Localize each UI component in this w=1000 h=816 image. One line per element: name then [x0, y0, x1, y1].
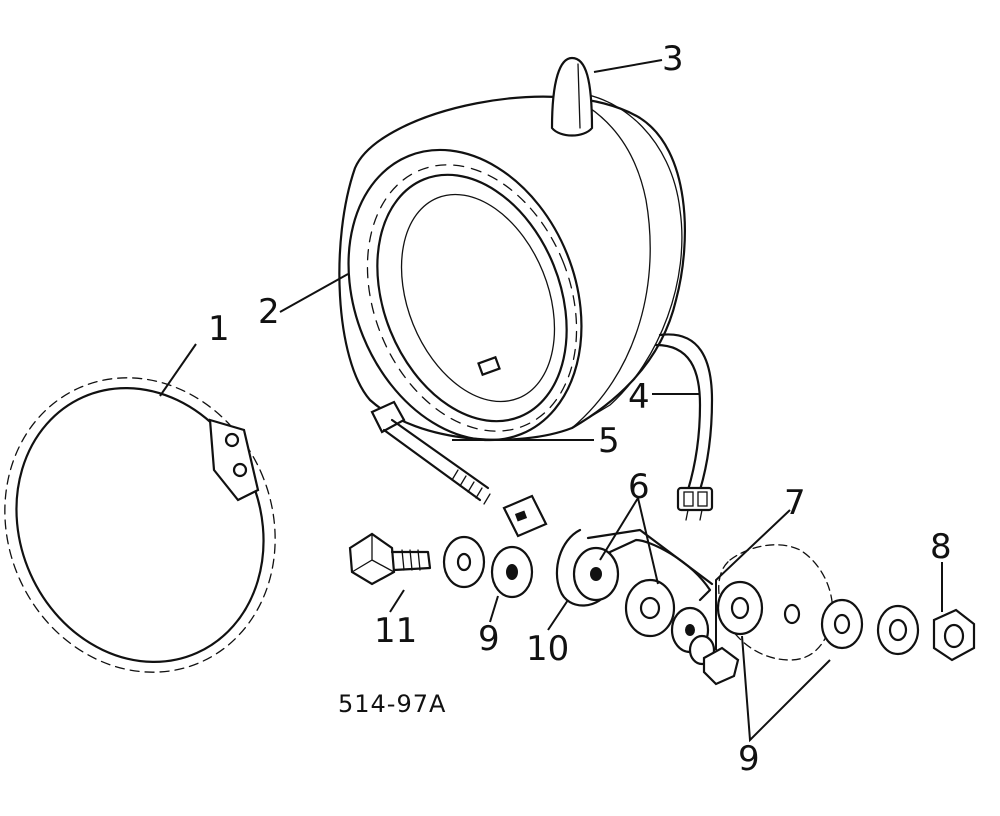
- callout-7: 7: [784, 483, 806, 523]
- clip-nut: [502, 494, 548, 538]
- callout-8: 8: [930, 527, 952, 567]
- callout-5: 5: [598, 421, 620, 461]
- callout-2: 2: [258, 292, 280, 332]
- washer-right-pair: [820, 598, 920, 656]
- long-bolt: [370, 400, 491, 505]
- callout-1: 1: [208, 309, 230, 349]
- figure-code: 514-97A: [338, 690, 447, 718]
- lamp-housing: [338, 56, 714, 521]
- mounting-bracket: [555, 528, 740, 686]
- callout-10: 10: [526, 629, 570, 669]
- callout-9-left: 9: [478, 619, 500, 659]
- callout-9-bottom: 9: [738, 739, 760, 779]
- hex-nut: [932, 608, 976, 662]
- callout-4: 4: [628, 377, 650, 417]
- washer-left-pair: [442, 535, 534, 599]
- callout-6: 6: [628, 467, 650, 507]
- leader-lines: [159, 59, 943, 743]
- short-bolt: [348, 532, 432, 586]
- mounting-plate: [716, 544, 834, 661]
- sealed-beam-lamp: [4, 377, 276, 673]
- callout-3: 3: [662, 39, 684, 79]
- callout-11: 11: [374, 611, 418, 651]
